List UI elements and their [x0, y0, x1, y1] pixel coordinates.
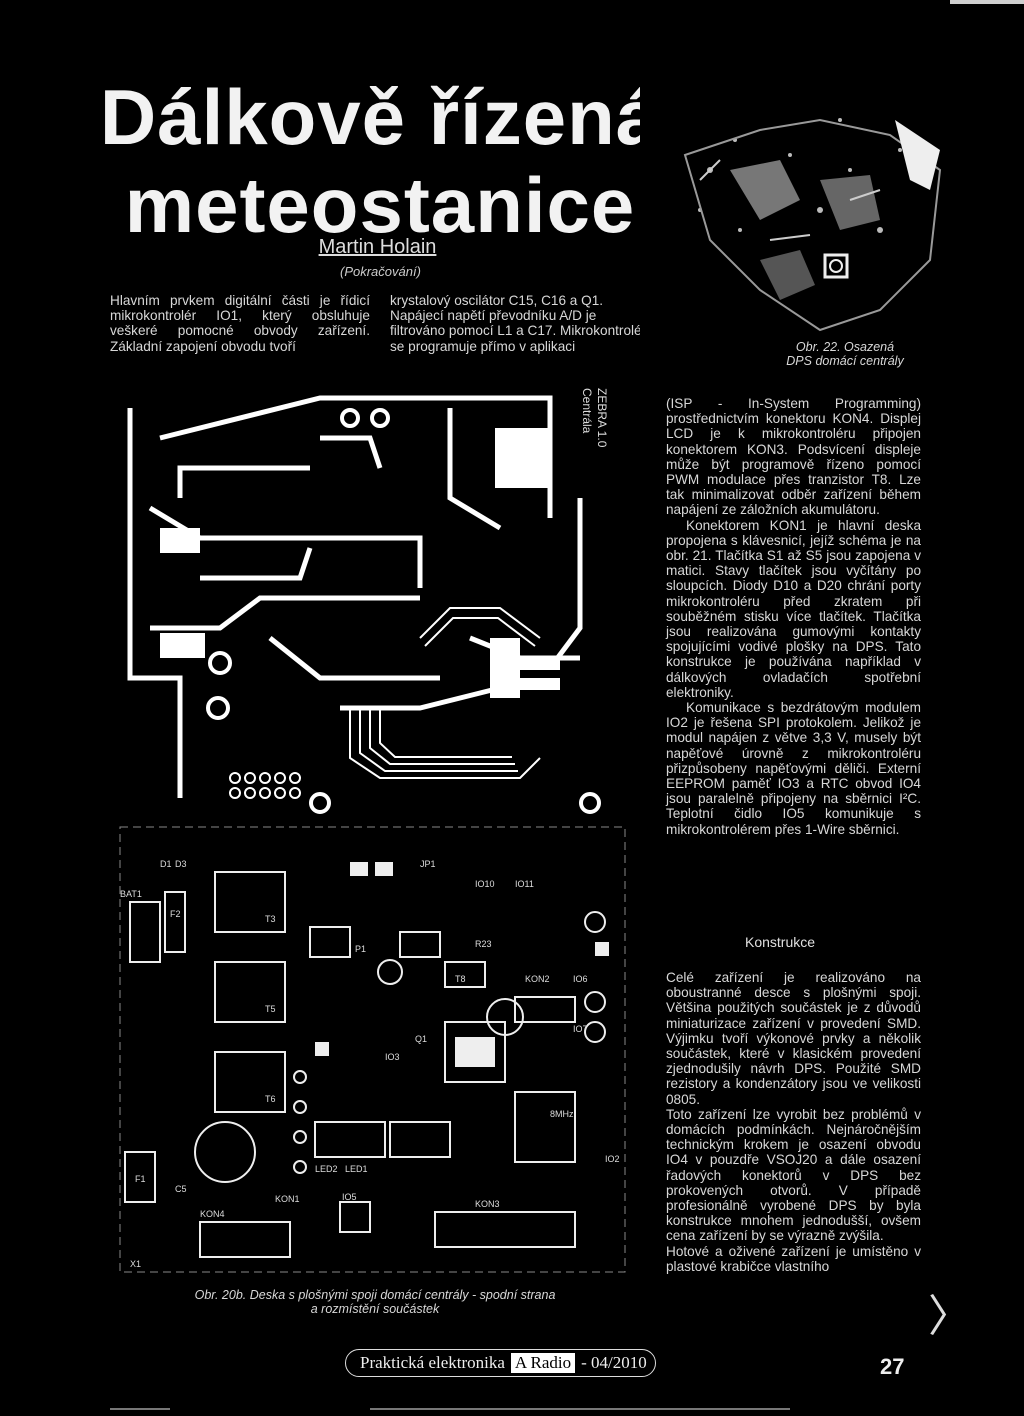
- label-kon3: KON3: [475, 1199, 500, 1209]
- label-c5: C5: [175, 1184, 187, 1194]
- label-io2: IO2: [605, 1154, 620, 1164]
- label-kon4: KON4: [200, 1209, 225, 1219]
- label-io10: IO10: [475, 879, 495, 889]
- label-f1: F1: [135, 1174, 146, 1184]
- assembled-board-photo: [640, 60, 950, 340]
- section-heading-konstrukce: Konstrukce: [745, 934, 816, 950]
- label-led2: LED2: [315, 1164, 338, 1174]
- article-title-line2: meteostanice: [124, 161, 636, 249]
- footer-issue: - 04/2010: [581, 1353, 647, 1372]
- page-number: 27: [880, 1354, 905, 1379]
- label-io5: IO5: [342, 1192, 357, 1202]
- continued-label: (Pokračování): [340, 264, 421, 279]
- label-io11: IO11: [515, 879, 534, 889]
- author: Martin Holain: [318, 236, 437, 258]
- right-paragraph-1: (ISP - In-System Programming) prostředni…: [666, 396, 921, 518]
- intro-right-text: krystalový oscilátor C15, C16 a Q1. Napá…: [390, 293, 647, 354]
- right-paragraph-2: Konektorem KON1 je hlavní deska propojen…: [666, 517, 921, 700]
- article-title-line1: Dálkově řízená: [99, 73, 661, 161]
- journal-footer: Praktická elektronika A Radio - 04/2010: [345, 1349, 656, 1377]
- label-x1: X1: [130, 1259, 141, 1269]
- bottom-rule-2: [370, 1408, 790, 1410]
- right-paragraph-3: Komunikace s bezdrátovým modulem IO2 je …: [666, 700, 921, 837]
- board-caption: Obr. 20b. Deska s plošnými spoji domácí …: [170, 1288, 580, 1316]
- board-caption-line2: a rozmístění součástek: [310, 1302, 440, 1316]
- label-d1: D1: [160, 859, 172, 869]
- label-io6: IO6: [573, 974, 588, 984]
- label-t5: T5: [265, 1004, 276, 1014]
- label-p1: P1: [355, 944, 366, 954]
- label-8mhz: 8MHz: [550, 1109, 574, 1119]
- label-t6: T6: [265, 1094, 276, 1104]
- right-column-top: (ISP - In-System Programming) prostředni…: [666, 396, 921, 837]
- intro-right-column: krystalový oscilátor C15, C16 a Q1. Napá…: [390, 293, 655, 354]
- photo-caption-line1: Obr. 22. Osazená: [795, 340, 895, 354]
- right-paragraph-4: Celé zařízení je realizováno na oboustra…: [666, 970, 921, 1107]
- photo-caption: Obr. 22. Osazená DPS domácí centrály: [760, 340, 930, 368]
- label-jp1: JP1: [420, 859, 436, 869]
- label-q1: Q1: [415, 1034, 427, 1044]
- footer-journal-subtitle: A Radio: [510, 1353, 576, 1373]
- label-kon2: KON2: [525, 974, 550, 984]
- label-bat1: BAT1: [120, 889, 142, 899]
- pcb-copper-layout: ZEBRA 1.0 Centrála: [120, 378, 630, 818]
- label-d3: D3: [175, 859, 187, 869]
- pcb-label-zebra: ZEBRA 1.0: [595, 388, 609, 448]
- right-paragraph-6: Hotové a oživené zařízení je umístěno v …: [666, 1243, 921, 1274]
- intro-left-column: Hlavním prvkem digitální části je řídicí…: [110, 293, 370, 354]
- intro-left-text: Hlavním prvkem digitální části je řídicí…: [110, 293, 370, 354]
- label-t8: T8: [455, 974, 466, 984]
- label-led1: LED1: [345, 1164, 368, 1174]
- board-caption-line1: Obr. 20b. Deska s plošnými spoji domácí …: [194, 1288, 556, 1302]
- photo-caption-line2: DPS domácí centrály: [786, 354, 904, 368]
- label-r23: R23: [475, 939, 492, 949]
- footer-journal-name: Praktická elektronika: [360, 1353, 505, 1372]
- right-column-bottom: Celé zařízení je realizováno na oboustra…: [666, 970, 921, 1274]
- top-rule: [950, 0, 1024, 4]
- continue-chevron: 〉: [928, 1292, 972, 1341]
- label-t3: T3: [265, 914, 276, 924]
- label-f2: F2: [170, 909, 181, 919]
- right-paragraph-5: Toto zařízení lze vyrobit bez problémů v…: [666, 1106, 921, 1244]
- label-kon1: KON1: [275, 1194, 300, 1204]
- label-io3: IO3: [385, 1052, 400, 1062]
- bottom-rule-1: [110, 1408, 170, 1410]
- component-placement-board: D1 D3 BAT1 F2 T3 T5 T6 KON4 KON3 KON1 KO…: [115, 822, 635, 1284]
- label-io7: IO7: [573, 1024, 588, 1034]
- pcb-label-centrala: Centrála: [580, 388, 594, 434]
